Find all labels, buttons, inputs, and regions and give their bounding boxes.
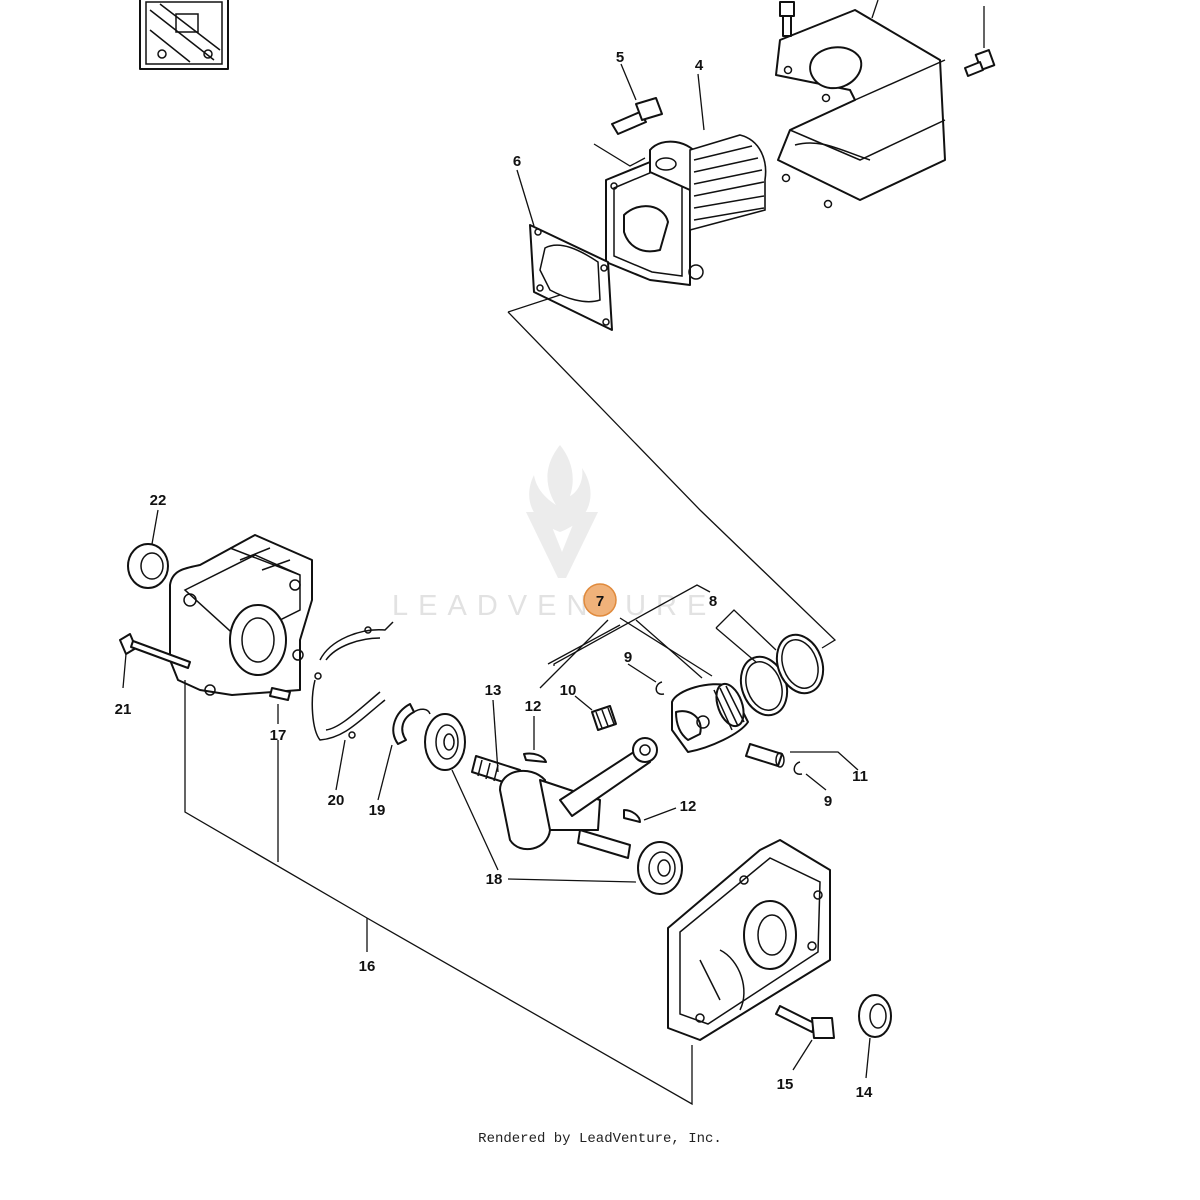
callout-17[interactable]: 17 xyxy=(270,727,287,744)
callout-7[interactable]: 7 xyxy=(596,593,604,610)
flame-logo-icon xyxy=(529,445,591,532)
main-bearing-right-part[interactable] xyxy=(637,841,683,895)
callout-10[interactable]: 10 xyxy=(560,682,577,699)
callout-6[interactable]: 6 xyxy=(513,153,521,170)
woodruff-key-upper-part[interactable] xyxy=(523,752,547,763)
oil-seal-right-part[interactable] xyxy=(858,994,892,1038)
cylinder-fins xyxy=(689,134,767,232)
callout-22[interactable]: 22 xyxy=(150,492,167,509)
callout-7-highlight xyxy=(583,583,617,617)
needle-bearing-part[interactable] xyxy=(591,705,617,731)
cylinder-bolt-part[interactable] xyxy=(611,97,663,135)
callout-19[interactable]: 19 xyxy=(369,802,386,819)
dowel-pin-part[interactable] xyxy=(269,687,291,701)
callout-13[interactable]: 13 xyxy=(485,682,502,699)
crankcase-right-half-part[interactable] xyxy=(667,839,831,1041)
callout-16[interactable]: 16 xyxy=(359,958,376,975)
piston-part[interactable] xyxy=(671,680,749,753)
retaining-ring-part[interactable] xyxy=(392,703,431,745)
watermark-text: LEADVENTURE xyxy=(392,590,716,622)
piston-pin-clip-lower-part[interactable] xyxy=(793,761,803,775)
main-bearing-left-part[interactable] xyxy=(424,713,466,771)
piston-ring-inner-part[interactable] xyxy=(733,650,795,721)
crankcase-screw-left-part[interactable] xyxy=(119,633,191,669)
callout-12-upper[interactable]: 12 xyxy=(525,698,542,715)
oil-seal-left-part[interactable] xyxy=(127,543,169,589)
callout-4[interactable]: 4 xyxy=(695,57,704,74)
callout-14[interactable]: 14 xyxy=(856,1084,873,1101)
piston-pin-part[interactable] xyxy=(745,743,785,768)
crankcase-gasket-part[interactable] xyxy=(311,621,394,741)
piston-pin-clip-upper-part[interactable] xyxy=(655,681,665,695)
piston-ring-outer-part[interactable] xyxy=(769,628,831,699)
shield-screw-top-left xyxy=(779,1,795,37)
callout-21[interactable]: 21 xyxy=(115,701,132,718)
crankcase-left-half-part[interactable] xyxy=(169,534,313,696)
callout-9-lower[interactable]: 9 xyxy=(824,793,832,810)
callout-8[interactable]: 8 xyxy=(709,593,717,610)
callout-18[interactable]: 18 xyxy=(486,871,503,888)
crankcase-screw-right-part[interactable] xyxy=(775,1005,835,1039)
callout-5[interactable]: 5 xyxy=(616,49,624,66)
assembly-thumbnail[interactable] xyxy=(139,0,229,70)
callout-20[interactable]: 20 xyxy=(328,792,345,809)
callout-9-upper[interactable]: 9 xyxy=(624,649,632,666)
cylinder-part[interactable] xyxy=(605,134,767,286)
cylinder-gasket-part[interactable] xyxy=(529,224,613,331)
crankshaft-part[interactable] xyxy=(471,737,658,859)
callout-11[interactable]: 11 xyxy=(852,768,868,785)
v-logo-icon xyxy=(526,512,598,578)
muffler-shield xyxy=(775,9,946,209)
shield-screw-right xyxy=(964,49,996,77)
callout-15[interactable]: 15 xyxy=(777,1076,794,1093)
render-credit: Rendered by LeadVenture, Inc. xyxy=(478,1131,722,1147)
callout-12-lower[interactable]: 12 xyxy=(680,798,697,815)
woodruff-key-lower-part[interactable] xyxy=(623,809,641,823)
leadventure-watermark: LEADVENTURE xyxy=(392,445,716,622)
